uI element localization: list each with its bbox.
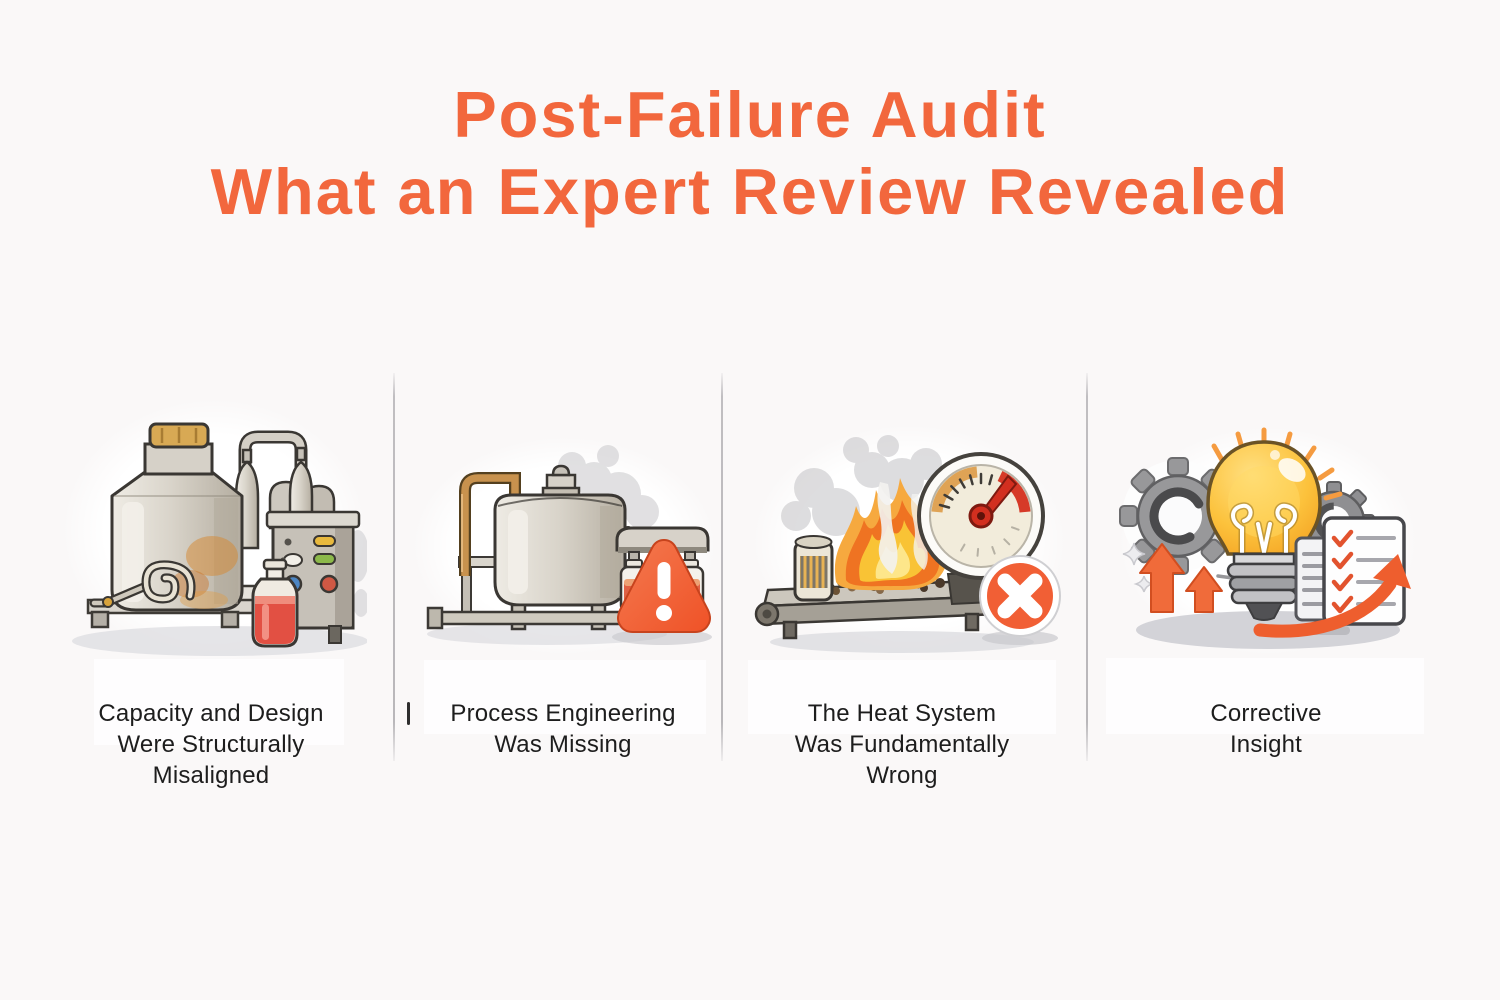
ground-shadow — [427, 623, 667, 645]
panel-dot — [284, 538, 292, 546]
sparkle-icon — [1122, 542, 1155, 593]
caption-line: Corrective — [1210, 700, 1322, 727]
caption-heat-system: The Heat System Was Fundamentally Wrong — [740, 698, 1064, 791]
ground-shadow — [72, 626, 367, 656]
title-line-1: Post-Failure Audit — [453, 78, 1047, 151]
badge-shadow — [982, 631, 1058, 645]
growth-arrow-icon — [1253, 554, 1411, 638]
caption-line: Insight — [1229, 731, 1303, 758]
caption-line: The Heat System — [807, 700, 997, 727]
caption-line: Wrong — [866, 762, 938, 789]
lightbulb-icon — [1206, 440, 1322, 556]
red-button — [319, 574, 339, 594]
industrial-tank-icon — [72, 422, 367, 656]
heat-system-icon — [754, 435, 1061, 653]
burner-heater — [793, 535, 834, 602]
gauge-minor-ticks — [960, 526, 1020, 557]
white-smoke-wisp — [877, 482, 898, 574]
caption-line: Capacity and Design — [98, 700, 324, 727]
caption-line: Were Structurally — [117, 731, 305, 758]
exclamation-dot — [656, 605, 672, 621]
control-panel — [265, 510, 361, 644]
illustration-heat-system — [752, 424, 1067, 659]
gauge-ticks — [938, 472, 994, 509]
caption-line: Process Engineering — [450, 700, 676, 727]
title-line-2: What an Expert Review Revealed — [210, 155, 1290, 228]
caption-capacity-design: Capacity and Design Were Structurally Mi… — [36, 698, 386, 791]
warning-triangle-icon — [617, 538, 711, 633]
scroll-spout — [89, 560, 196, 608]
gauge-icon — [917, 452, 1045, 580]
illustration-process-engineering — [412, 436, 717, 656]
column-divider-3 — [1086, 373, 1088, 761]
checkmarks — [1331, 529, 1354, 614]
gauge-danger-zone — [997, 471, 1031, 513]
up-arrows-icon — [1139, 543, 1223, 613]
copper-pipe — [459, 472, 521, 576]
column-divider-1 — [393, 373, 395, 761]
exclamation-bar — [657, 562, 671, 599]
illustration-capacity-design — [62, 398, 367, 663]
stray-mark-artifact — [407, 702, 410, 725]
smoke-clouds — [781, 435, 942, 536]
filament — [1229, 502, 1299, 556]
rust-stain — [186, 536, 238, 576]
caption-process-engineering: Process Engineering Was Missing — [410, 698, 716, 760]
rail-end — [426, 606, 444, 630]
error-cross-icon — [979, 555, 1061, 637]
caption-backdrop — [748, 660, 1056, 734]
bulb-base — [1226, 552, 1302, 621]
green-button — [313, 553, 336, 565]
process-line-icon — [426, 445, 712, 645]
insight-icon — [1119, 427, 1411, 649]
column-divider-2 — [721, 373, 723, 761]
caption-corrective-insight: Corrective Insight — [1104, 698, 1428, 760]
caption-line: Was Missing — [494, 731, 632, 758]
caption-backdrop — [1106, 658, 1424, 734]
gauge-warn-zone — [931, 466, 978, 513]
illustration-corrective-insight — [1118, 426, 1418, 656]
caption-backdrop — [424, 660, 706, 734]
sample-bottle — [251, 558, 299, 648]
yellow-button — [313, 535, 336, 547]
gold-fitting — [102, 596, 114, 608]
flames — [834, 478, 949, 591]
caption-line: Was Fundamentally — [794, 731, 1010, 758]
caption-line: Misaligned — [152, 762, 270, 789]
ground-shadow — [770, 631, 1034, 653]
pipe-assembly — [238, 430, 308, 476]
caption-backdrop — [94, 659, 344, 745]
page-title: Post-Failure Audit What an Expert Review… — [0, 76, 1500, 230]
